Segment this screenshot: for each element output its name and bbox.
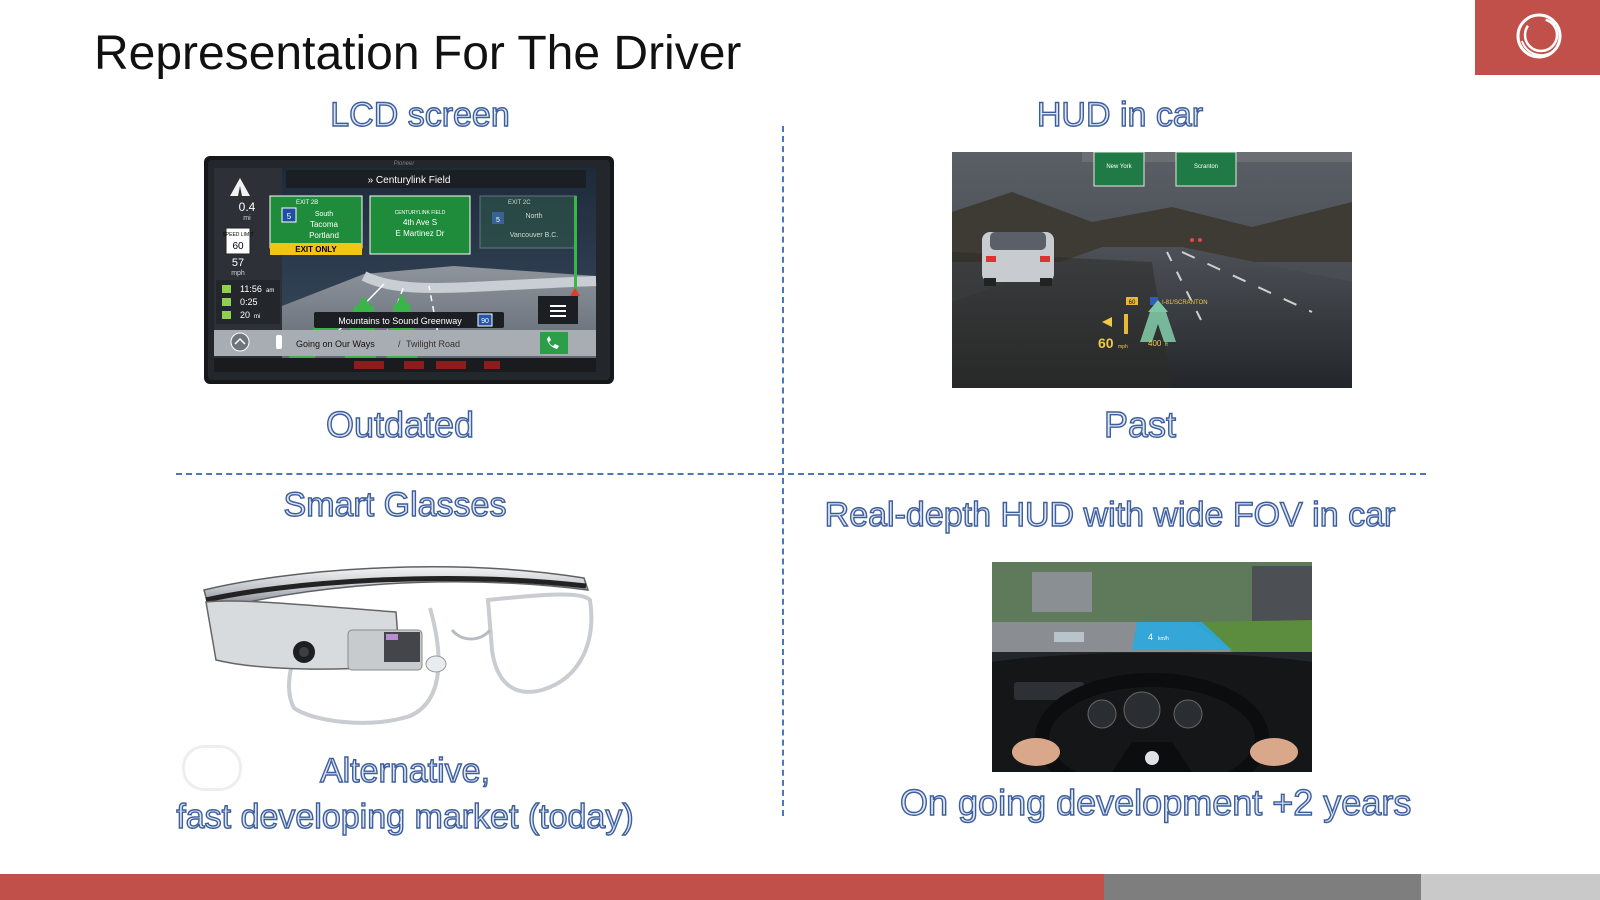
hud-in-car-image: New York Scranton 60 I-81/SCRANTON 60 mp…	[952, 152, 1352, 388]
svg-text:Tacoma: Tacoma	[310, 220, 339, 229]
caption-alternative: Alternative,	[319, 751, 491, 790]
footer-bar-light	[1421, 874, 1600, 900]
caption-outdated: Outdated	[325, 403, 475, 445]
svg-text:4th Ave S: 4th Ave S	[403, 218, 437, 227]
svg-text:60: 60	[1129, 300, 1136, 306]
svg-text:New York: New York	[1106, 164, 1132, 170]
svg-text:0:25: 0:25	[240, 297, 258, 307]
svg-text:SPEED LIMIT: SPEED LIMIT	[222, 232, 253, 238]
svg-text:Scranton: Scranton	[1194, 164, 1218, 170]
menu-icon	[550, 305, 566, 317]
svg-text:mph: mph	[231, 270, 245, 277]
svg-text:0.4: 0.4	[239, 200, 256, 214]
svg-text:5: 5	[496, 217, 500, 224]
svg-text:ft: ft	[1165, 342, 1168, 348]
svg-text:Going on Our Ways: Going on Our Ways	[296, 339, 375, 349]
slide-title: Representation For The Driver	[94, 27, 742, 80]
svg-text:mi: mi	[243, 215, 251, 222]
svg-text:400: 400	[1148, 339, 1162, 348]
phone-icon	[540, 332, 568, 354]
street-name: Mountains to Sound Greenway	[338, 316, 462, 326]
footer-bar-red	[0, 874, 1104, 900]
caption-on-going: On going development +2 years	[899, 781, 1412, 823]
heading-lcd-screen: LCD screen	[330, 95, 511, 134]
svg-text:am: am	[266, 288, 274, 294]
heading-real-depth-hud: Real-depth HUD with wide FOV in car	[824, 495, 1396, 534]
svg-text:mph: mph	[1118, 344, 1128, 350]
svg-text:/: /	[398, 339, 401, 349]
caption-past: Past	[1103, 403, 1177, 445]
svg-text:11:56: 11:56	[240, 284, 262, 294]
svg-text:EXIT 2C: EXIT 2C	[508, 200, 531, 206]
home-icon	[230, 332, 250, 352]
svg-text:E Martinez Dr: E Martinez Dr	[396, 229, 445, 238]
brand-label: Pioneer	[394, 161, 416, 167]
watermark-logo	[182, 745, 242, 791]
destination-label: » Centurylink Field	[368, 175, 451, 186]
svg-text:20: 20	[240, 310, 250, 320]
vertical-divider	[782, 126, 784, 816]
svg-text:5: 5	[287, 212, 292, 221]
svg-text:South: South	[315, 211, 333, 218]
real-depth-hud-image: 4 km/h	[992, 562, 1312, 772]
svg-text:Twilight Road: Twilight Road	[406, 339, 460, 349]
logo-rings-icon	[1516, 13, 1562, 59]
svg-text:North: North	[525, 213, 542, 220]
svg-text:Vancouver B.C.: Vancouver B.C.	[510, 232, 559, 239]
horizontal-divider	[176, 473, 1426, 475]
svg-text:km/h: km/h	[1158, 636, 1169, 642]
svg-text:60: 60	[232, 241, 244, 252]
svg-text:60: 60	[1098, 335, 1114, 351]
svg-text:4: 4	[1148, 632, 1153, 642]
lcd-navigation-image: Pioneer » Centurylink Field 0.4 mi SPEED…	[204, 156, 614, 384]
smart-glasses-image	[196, 560, 606, 740]
svg-text:90: 90	[481, 318, 489, 325]
heading-hud-in-car: HUD in car	[1036, 95, 1204, 134]
svg-text:57: 57	[232, 257, 244, 269]
svg-text:EXIT 2B: EXIT 2B	[296, 200, 318, 206]
caption-fast-developing: fast developing market (today)	[176, 797, 635, 836]
logo-badge	[1475, 0, 1600, 75]
heading-smart-glasses: Smart Glasses	[283, 485, 507, 524]
svg-text:EXIT ONLY: EXIT ONLY	[295, 245, 337, 254]
svg-text:CENTURYLINK FIELD: CENTURYLINK FIELD	[395, 210, 446, 216]
svg-text:mi: mi	[254, 314, 260, 320]
footer-bar-gray	[1104, 874, 1421, 900]
highway-icon	[230, 178, 250, 196]
svg-text:Portland: Portland	[309, 231, 339, 240]
svg-text:I-81/SCRANTON: I-81/SCRANTON	[1162, 300, 1208, 306]
